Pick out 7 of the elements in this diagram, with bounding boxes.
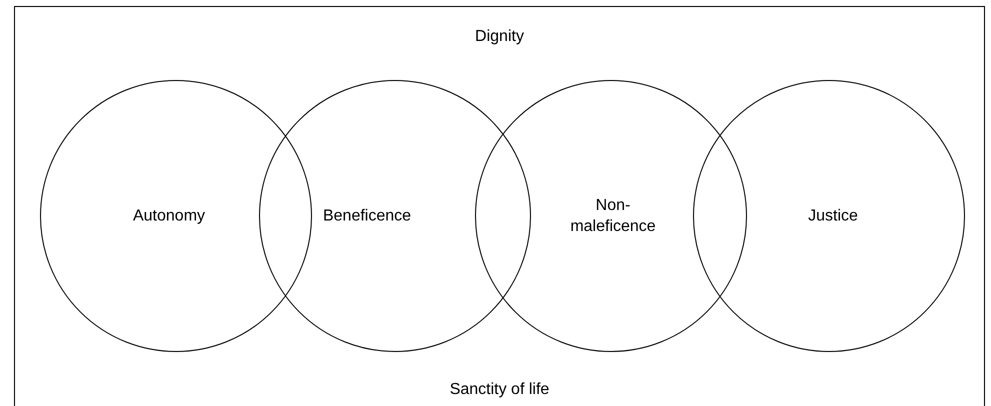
circle-label: Autonomy	[132, 206, 206, 226]
circle-label: Non- maleficence	[569, 196, 657, 237]
frame-title: Dignity	[475, 27, 524, 47]
circle-label: Justice	[808, 206, 858, 226]
frame-caption: Sanctity of life	[450, 380, 550, 400]
circle-label: Beneficence	[322, 206, 412, 226]
frame	[14, 6, 985, 406]
